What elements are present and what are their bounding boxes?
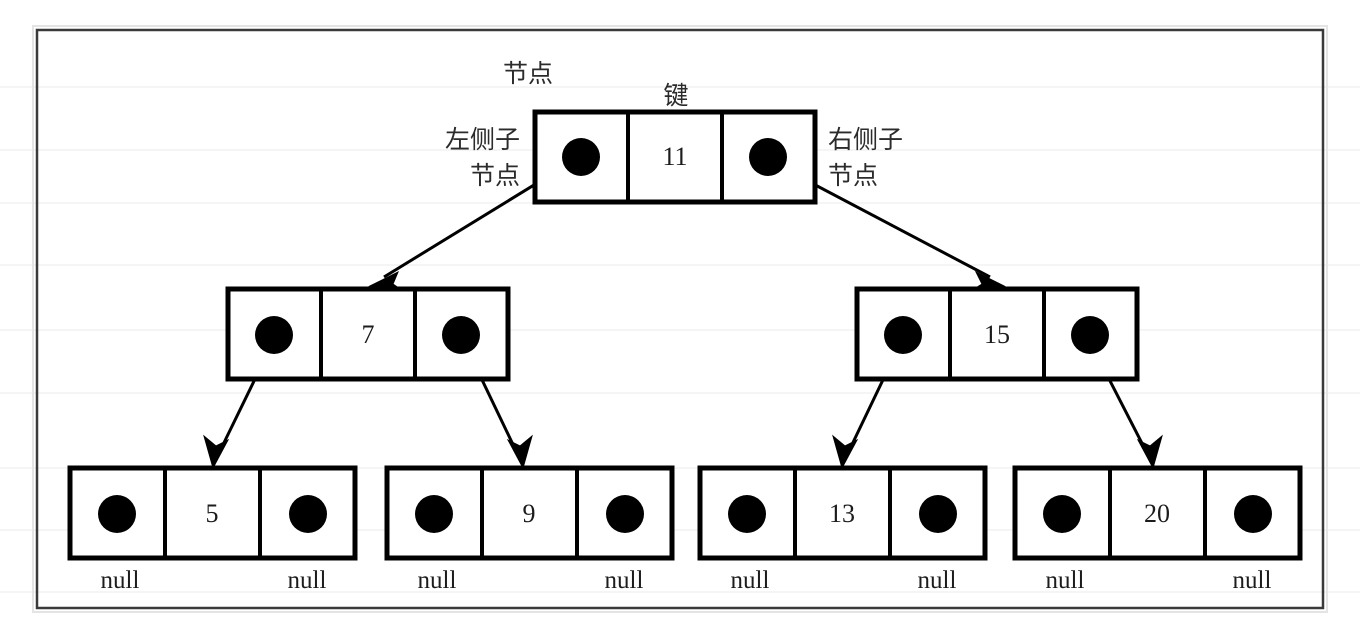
node-13-left-pointer-dot [728,495,766,533]
annotation-labels: 节点 键 左侧子 节点 右侧子 节点 [445,59,903,190]
node-5[interactable]: 5 null null [67,465,358,594]
annotation-right-child-line2: 节点 [828,161,878,190]
node-15-left-pointer-dot [884,316,922,354]
node-9-key: 9 [523,499,536,528]
annotation-left-child-line2: 节点 [470,161,520,190]
node-11[interactable]: 11 [532,109,818,205]
arrowhead-7-to-9 [506,434,533,470]
node-20[interactable]: 20 null null [1012,465,1303,594]
node-7-key: 7 [362,320,375,349]
arrowhead-15-to-20 [1136,434,1163,470]
annotation-left-child-line1: 左侧子 [445,125,520,154]
node-13-left-null-label: null [731,567,770,594]
node-11-key: 11 [662,142,687,171]
arrowhead-15-to-13 [832,434,859,470]
node-5-key: 5 [206,499,219,528]
node-9-right-pointer-dot [606,495,644,533]
annotation-key-label: 键 [663,81,688,110]
node-13-right-pointer-dot [919,495,957,533]
node-13-right-null-label: null [918,567,957,594]
node-15-right-pointer-dot [1071,316,1109,354]
node-15-key: 15 [984,320,1010,349]
node-9[interactable]: 9 null null [384,465,675,594]
node-9-right-null-label: null [605,567,644,594]
node-7-left-pointer-dot [255,316,293,354]
annotation-right-child-line1: 右侧子 [828,125,903,154]
outer-frame [35,28,1325,610]
annotation-node-label: 节点 [503,59,553,88]
node-20-key: 20 [1144,499,1170,528]
node-9-left-pointer-dot [415,495,453,533]
node-13[interactable]: 13 null null [697,465,988,594]
node-20-left-null-label: null [1046,567,1085,594]
node-13-key: 13 [829,499,855,528]
arrowhead-7-to-5 [203,434,230,470]
node-7[interactable]: 7 [225,286,511,382]
node-9-left-null-label: null [418,567,457,594]
node-20-right-null-label: null [1233,567,1272,594]
node-5-left-pointer-dot [98,495,136,533]
node-5-right-pointer-dot [289,495,327,533]
node-20-right-pointer-dot [1234,495,1272,533]
node-11-right-pointer-dot [749,138,787,176]
node-15[interactable]: 15 [854,286,1140,382]
node-5-left-null-label: null [101,567,140,594]
outer-frame-shadow [32,25,1328,613]
node-7-right-pointer-dot [442,316,480,354]
node-20-left-pointer-dot [1043,495,1081,533]
node-5-right-null-label: null [288,567,327,594]
node-11-left-pointer-dot [562,138,600,176]
